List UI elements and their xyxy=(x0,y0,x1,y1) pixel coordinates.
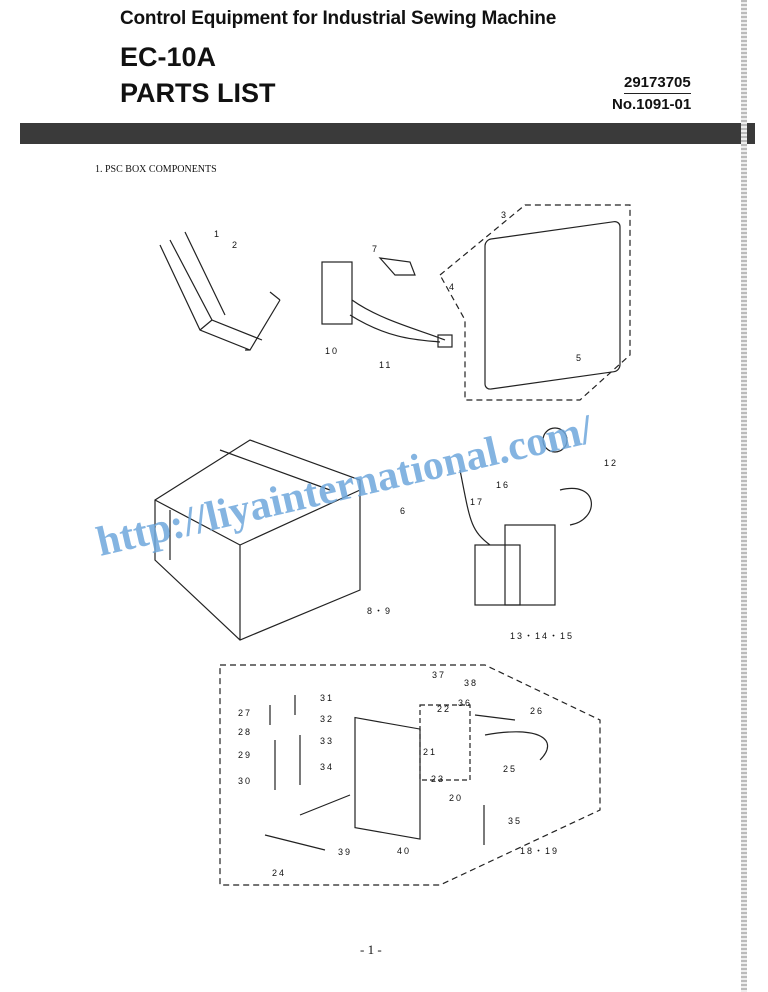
part-label: 16 xyxy=(496,480,511,490)
part-label: 1 xyxy=(214,229,222,239)
part-label: 25 xyxy=(503,764,518,774)
part-label: 26 xyxy=(530,706,545,716)
part-label: 36 xyxy=(458,698,473,708)
part-label: 8・9 xyxy=(367,606,393,616)
panel-boundary xyxy=(439,204,631,401)
part-label: 7 xyxy=(372,244,380,254)
part-label: 37 xyxy=(432,670,447,680)
connector-part xyxy=(321,261,353,325)
psc-box xyxy=(154,439,361,641)
part-label: 5 xyxy=(576,353,584,363)
part-label: 23 xyxy=(431,774,446,784)
sensor-boundary xyxy=(419,704,471,781)
part-label: 18・19 xyxy=(520,846,560,856)
switch-part xyxy=(542,427,568,453)
page-number: - 1 - xyxy=(360,942,382,957)
part-label: 11 xyxy=(379,360,393,370)
model-name: EC-10A xyxy=(120,42,217,72)
document-number: 29173705 xyxy=(624,74,691,94)
part-label: 3 xyxy=(501,210,509,220)
part-label: 17 xyxy=(470,497,485,507)
part-label: 10 xyxy=(325,346,340,356)
part-label: 4 xyxy=(449,282,457,292)
lever-part xyxy=(264,794,351,851)
transformer-wires xyxy=(459,469,592,546)
scan-edge xyxy=(741,0,747,992)
part-label: 31 xyxy=(320,693,335,703)
part-label: 40 xyxy=(397,846,412,856)
part-label: 2 xyxy=(232,240,240,250)
part-label: 22 xyxy=(437,704,452,714)
part-label: 20 xyxy=(449,793,464,803)
part-label: 13・14・15 xyxy=(510,631,575,641)
transformer-part xyxy=(474,544,521,606)
part-label: 33 xyxy=(320,736,335,746)
shaft-parts xyxy=(269,695,301,790)
hook-part xyxy=(474,714,549,761)
part-label: 28 xyxy=(238,727,253,737)
cable xyxy=(349,299,446,343)
part-label: 39 xyxy=(338,847,353,857)
part-label: 27 xyxy=(238,708,253,718)
assembly-boundary xyxy=(219,664,601,886)
part-label: 21 xyxy=(423,747,438,757)
part-label: 30 xyxy=(238,776,253,786)
mounting-plate xyxy=(354,716,421,840)
part-label: 6 xyxy=(400,506,408,516)
revision-number: No.1091-01 xyxy=(612,96,692,113)
transformer-core xyxy=(504,524,556,606)
cover-panel xyxy=(484,221,621,390)
part-label: 34 xyxy=(320,762,335,772)
bracket-edge xyxy=(184,231,281,316)
box-detail xyxy=(169,449,331,560)
header-divider-band xyxy=(20,123,755,144)
plug-part xyxy=(437,334,453,348)
part-label: 38 xyxy=(464,678,479,688)
section-title: 1. PSC BOX COMPONENTS xyxy=(95,164,217,175)
document-title: PARTS LIST xyxy=(120,78,276,108)
clip-part xyxy=(378,257,416,276)
part-label: 12 xyxy=(604,458,619,468)
part-label: 29 xyxy=(238,750,253,760)
part-label: 35 xyxy=(508,816,523,826)
bracket-part xyxy=(159,239,281,351)
document-subtitle: Control Equipment for Industrial Sewing … xyxy=(120,8,557,29)
part-label: 32 xyxy=(320,714,335,724)
part-label: 24 xyxy=(272,868,287,878)
